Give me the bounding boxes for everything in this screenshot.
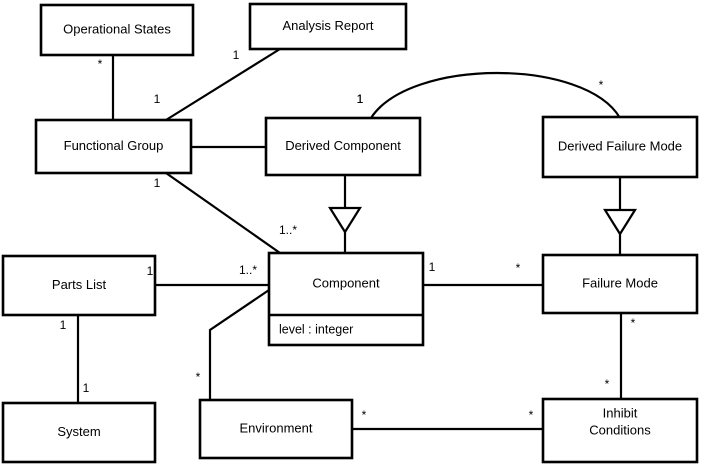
class-name: Functional Group: [64, 138, 164, 153]
class-rect[interactable]: [541, 253, 699, 315]
generalization-derived-failure-mode--failure-mode: [603, 177, 637, 255]
association-derived-component--derived-failure-mode: [370, 71, 621, 119]
multiplicity-label: 1: [147, 264, 154, 278]
multiplicity-label: 1..*: [279, 223, 297, 237]
class-rect[interactable]: [248, 2, 408, 51]
multiplicity-label: 1: [60, 318, 67, 332]
class-box-failure-mode[interactable]: Failure Mode: [541, 253, 699, 315]
multiplicity-label: *: [196, 370, 201, 384]
multiplicity-label: *: [605, 377, 610, 391]
association-functional-group--component: [165, 172, 281, 254]
generalization-triangle-icon: [603, 208, 637, 237]
multiplicity-label: *: [98, 57, 103, 71]
class-name-line: Conditions: [589, 422, 651, 437]
association-line: [208, 289, 270, 400]
association-analysis-report--functional-group: [165, 48, 281, 121]
class-name: Analysis Report: [282, 18, 373, 33]
multiplicity-label: *: [529, 408, 534, 422]
class-box-environment[interactable]: Environment: [198, 398, 354, 460]
association-component--environment: [208, 289, 270, 400]
class-box-component[interactable]: Component level : integer: [267, 251, 425, 347]
class-box-parts-list[interactable]: Parts List: [1, 254, 157, 317]
class-box-system[interactable]: System: [1, 401, 157, 464]
multiplicity-label: 1: [357, 92, 364, 106]
association-line: [165, 48, 281, 121]
multiplicity-label: 1: [429, 260, 436, 274]
generalization-derived-component--component: [328, 175, 362, 253]
multiplicity-label: 1: [154, 176, 161, 190]
class-name: Component: [312, 275, 380, 290]
multiplicity-label: 1: [83, 381, 90, 395]
class-rect[interactable]: [267, 251, 425, 347]
multiplicity-label: *: [631, 316, 636, 330]
association-line: [165, 172, 281, 254]
class-box-derived-failure-mode[interactable]: Derived Failure Mode: [541, 115, 699, 179]
class-rect[interactable]: [1, 401, 157, 464]
class-name: Operational States: [63, 21, 171, 36]
class-rect[interactable]: [198, 398, 354, 460]
class-name: Environment: [240, 420, 313, 435]
multiplicity-label: 1: [357, 92, 364, 106]
class-rect[interactable]: [39, 3, 195, 57]
class-name: Derived Component: [285, 138, 401, 153]
class-box-operational-states[interactable]: Operational States: [39, 3, 195, 57]
edges-layer: [76, 48, 637, 431]
class-name: Derived Failure Mode: [558, 138, 682, 153]
multiplicity-label: *: [599, 78, 604, 92]
class-box-analysis-report[interactable]: Analysis Report: [248, 2, 408, 51]
class-rect[interactable]: [541, 115, 699, 179]
multiplicity-label: 1..*: [239, 263, 257, 277]
class-rect[interactable]: [541, 397, 699, 464]
class-attribute: level : integer: [279, 322, 353, 336]
multiplicity-label: 1: [233, 48, 240, 62]
generalization-triangle-icon: [328, 206, 362, 235]
class-rect[interactable]: [1, 254, 157, 317]
association-arc: [370, 71, 621, 119]
class-rect[interactable]: [34, 118, 193, 175]
class-rect[interactable]: [264, 116, 422, 177]
multiplicity-label: *: [516, 261, 521, 275]
class-name-line: Inhibit: [603, 405, 638, 420]
class-name: System: [57, 424, 100, 439]
class-name: Failure Mode: [582, 275, 658, 290]
multiplicity-label: 1: [154, 92, 161, 106]
class-box-derived-component[interactable]: Derived Component: [264, 116, 422, 177]
class-name: Parts List: [52, 277, 107, 292]
multiplicity-label: *: [362, 408, 367, 422]
class-box-functional-group[interactable]: Functional Group: [34, 118, 193, 175]
